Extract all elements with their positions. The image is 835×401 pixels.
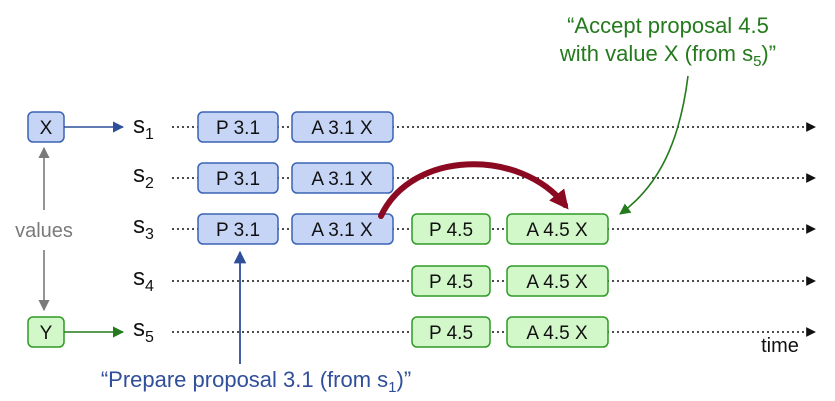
message-a45-s5: A 4.5 X bbox=[506, 316, 609, 348]
svg-text:A 4.5 X: A 4.5 X bbox=[526, 220, 588, 241]
message-a45-s3: A 4.5 X bbox=[506, 213, 609, 245]
message-p45-s4: P 4.5 bbox=[411, 265, 491, 297]
row-s1-messages: P 3.1 A 3.1 X bbox=[197, 111, 394, 143]
values-label: values bbox=[15, 220, 73, 242]
svg-text:P 3.1: P 3.1 bbox=[216, 118, 260, 139]
message-a45-s4: A 4.5 X bbox=[506, 265, 609, 297]
svg-text:P 4.5: P 4.5 bbox=[429, 220, 473, 241]
value-carry-arrow bbox=[378, 161, 569, 219]
server-label-s4: s4 bbox=[133, 264, 154, 295]
message-p31-s2: P 3.1 bbox=[197, 162, 279, 194]
value-y-label: Y bbox=[40, 323, 53, 344]
timelines bbox=[172, 122, 816, 337]
svg-text:A 3.1 X: A 3.1 X bbox=[311, 169, 373, 190]
row-s2-messages: P 3.1 A 3.1 X bbox=[197, 162, 394, 194]
prepare-annotation: “Prepare proposal 3.1 (from s1)” bbox=[101, 367, 411, 396]
svg-text:P 3.1: P 3.1 bbox=[216, 220, 260, 241]
accept-annotation-line2: with value X (from s5)” bbox=[559, 41, 776, 70]
message-p31-s3: P 3.1 bbox=[197, 213, 279, 245]
message-p45-s3: P 4.5 bbox=[411, 213, 491, 245]
accept-annotation-line1: “Accept proposal 4.5 bbox=[567, 13, 769, 38]
message-p31-s1: P 3.1 bbox=[197, 111, 279, 143]
row-s5-messages: P 4.5 A 4.5 X bbox=[411, 316, 609, 348]
message-a31-s1: A 3.1 X bbox=[291, 111, 394, 143]
svg-text:A 4.5 X: A 4.5 X bbox=[526, 323, 588, 344]
svg-text:A 4.5 X: A 4.5 X bbox=[526, 272, 588, 293]
message-p45-s5: P 4.5 bbox=[411, 316, 491, 348]
row-s3-messages: P 3.1 A 3.1 X P 4.5 A 4.5 X bbox=[197, 213, 609, 245]
svg-text:A 3.1 X: A 3.1 X bbox=[311, 118, 373, 139]
server-label-s3: s3 bbox=[133, 212, 154, 243]
time-label: time bbox=[761, 335, 799, 357]
svg-text:P 3.1: P 3.1 bbox=[216, 169, 260, 190]
svg-text:A 3.1 X: A 3.1 X bbox=[311, 220, 373, 241]
value-y-box: Y bbox=[27, 316, 65, 348]
row-s4-messages: P 4.5 A 4.5 X bbox=[411, 265, 609, 297]
server-label-s1: s1 bbox=[133, 112, 154, 143]
svg-text:P 4.5: P 4.5 bbox=[429, 323, 473, 344]
message-a31-s2: A 3.1 X bbox=[291, 162, 394, 194]
accept-annotation-arrow bbox=[619, 75, 689, 215]
svg-text:P 4.5: P 4.5 bbox=[429, 272, 473, 293]
value-x-box: X bbox=[27, 111, 65, 143]
accept-annotation: “Accept proposal 4.5 with value X (from … bbox=[559, 13, 776, 70]
value-x-label: X bbox=[40, 118, 53, 139]
server-labels: s1 s2 s3 s4 s5 bbox=[133, 112, 154, 346]
server-label-s2: s2 bbox=[133, 161, 154, 192]
server-label-s5: s5 bbox=[133, 315, 154, 346]
message-a31-s3: A 3.1 X bbox=[291, 213, 394, 245]
